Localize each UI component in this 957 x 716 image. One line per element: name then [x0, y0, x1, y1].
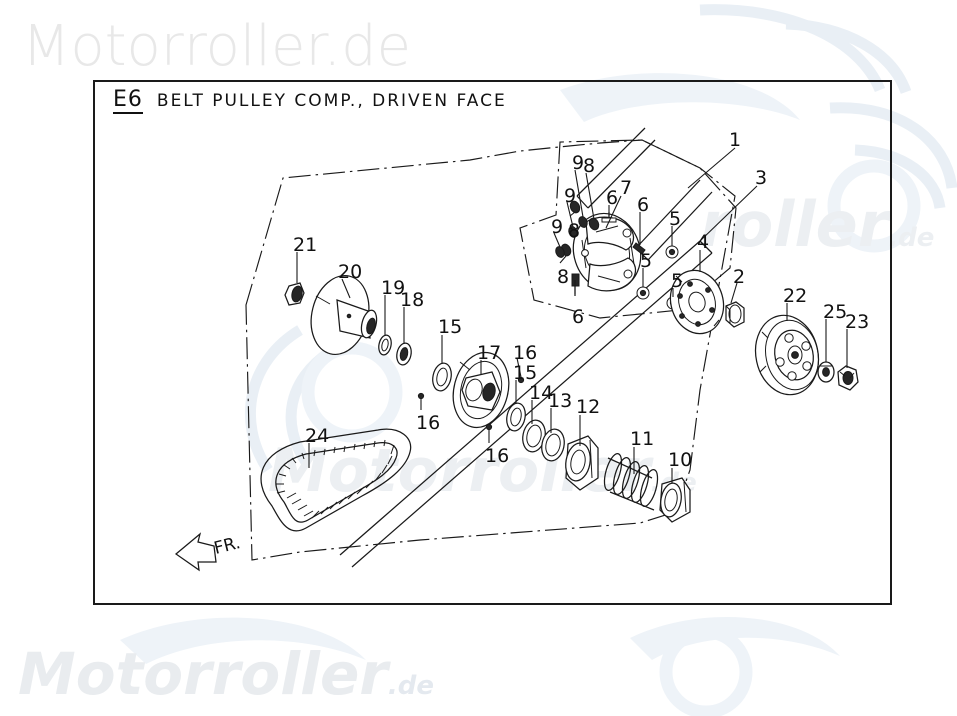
diagram-frame — [93, 80, 892, 605]
callout-1-driven-shaft: 1 — [729, 129, 742, 151]
callout-9-clutch-weight-a: 9 — [572, 152, 585, 174]
watermark-top-logo: Motorroller.de — [22, 14, 412, 79]
callout-8-clutch-spring-c: 8 — [557, 266, 570, 288]
callout-9-clutch-weight-b: 9 — [564, 185, 577, 207]
section-code: E6 — [113, 88, 143, 115]
callout-22-clutch-outer-drum: 22 — [783, 285, 808, 307]
callout-11-driven-face-spring: 11 — [630, 428, 655, 450]
callout-9-clutch-weight-c: 9 — [551, 216, 564, 238]
callout-18-spacer-small: 18 — [400, 289, 425, 311]
callout-5-washer-mid: 5 — [640, 250, 653, 272]
callout-6-clutch-pin-right: 6 — [637, 194, 650, 216]
callout-4-clutch-drive-plate: 4 — [697, 231, 710, 253]
callout-5-washer-upper: 5 — [669, 208, 682, 230]
callout-10-oil-seal-collar: 10 — [668, 449, 693, 471]
callout-6-clutch-pin-lower: 6 — [572, 306, 585, 328]
callout-15-oil-seal-a: 15 — [438, 316, 463, 338]
callout-8-clutch-spring-a: 8 — [583, 155, 596, 177]
callout-17-driven-face-fixed: 17 — [477, 342, 502, 364]
diagram-title-row: E6 BELT PULLEY COMP., DRIVEN FACE — [113, 88, 507, 115]
callout-13-o-ring-large: 13 — [548, 390, 573, 412]
callout-16-pin-left: 16 — [416, 412, 441, 434]
callout-16-pin-right: 16 — [513, 342, 538, 364]
callout-15-oil-seal-b: 15 — [513, 362, 538, 384]
watermark-bottom-suffix: .de — [387, 671, 435, 701]
callout-14-o-ring-medium: 14 — [529, 382, 554, 404]
watermark-bottom-main: Motorroller — [18, 640, 388, 708]
watermark-bottom-logo: Motorroller.de — [18, 640, 434, 708]
callout-16-pin-mid: 16 — [485, 445, 510, 467]
callout-25-drum-washer: 25 — [823, 301, 848, 323]
callout-7-clutch-shoe-assembly: 7 — [620, 177, 633, 199]
callout-6-clutch-pin-upper: 6 — [606, 187, 619, 209]
callout-8-clutch-spring-b: 8 — [568, 220, 581, 242]
callout-3-driven-pulley-shaft: 3 — [755, 167, 768, 189]
callout-24-v-belt: 24 — [305, 425, 330, 447]
callout-5-washer-lower: 5 — [671, 270, 684, 292]
callout-2-lock-nut: 2 — [733, 266, 746, 288]
callout-21-dowel-pin: 21 — [293, 234, 318, 256]
callout-19-circlip: 19 — [381, 277, 406, 299]
page-title: BELT PULLEY COMP., DRIVEN FACE — [156, 91, 507, 111]
callout-20-movable-driven-face: 20 — [338, 261, 363, 283]
callout-12-spring-seat-collar: 12 — [576, 396, 601, 418]
callout-23-drum-nut: 23 — [845, 311, 870, 333]
